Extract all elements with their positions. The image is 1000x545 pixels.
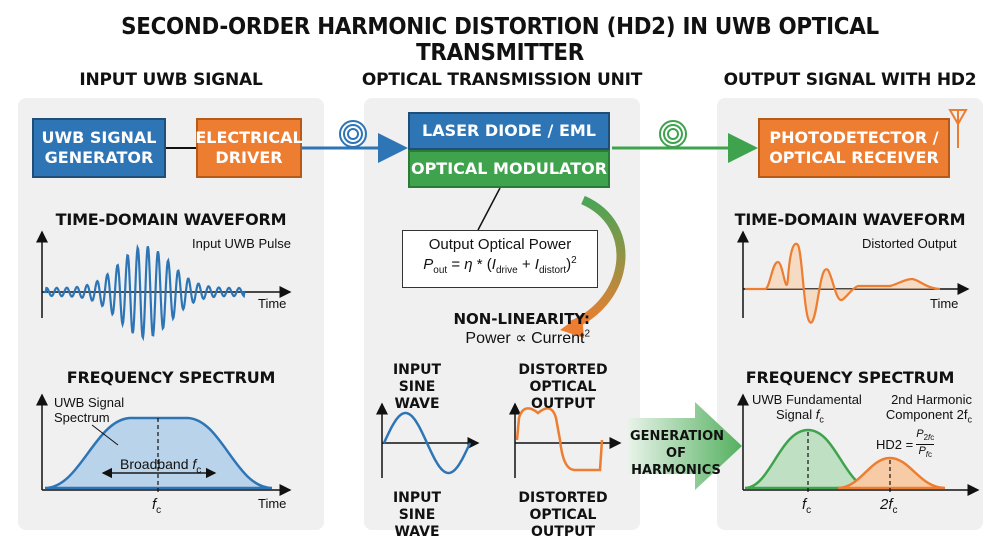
fc-symbol: f bbox=[152, 496, 157, 513]
curved-arrow-head bbox=[560, 314, 584, 338]
spectrum-label-line1: UWB Signal bbox=[54, 395, 125, 410]
generation-of-harmonics-label: GENERATION OF HARMONICS bbox=[630, 429, 725, 478]
power-formula-box: Output Optical Power Pout = η * (Idrive … bbox=[402, 230, 598, 288]
fc-subscript: c bbox=[806, 505, 812, 516]
laser-diode-box: LASER DIODE / EML bbox=[408, 112, 610, 150]
output-heading: OUTPUT SIGNAL WITH HD2 bbox=[723, 70, 977, 90]
page-title: SECOND-ORDER HARMONIC DISTORTION (HD2) I… bbox=[121, 14, 879, 66]
input-spectrum-title: FREQUENCY SPECTRUM bbox=[66, 368, 276, 387]
hd2-fraction: P2fc Pfc bbox=[916, 428, 935, 460]
distorted-wave bbox=[515, 407, 604, 472]
input-pulse-waveform bbox=[44, 243, 246, 342]
output-spectrum-axes bbox=[737, 393, 980, 496]
unit-heading: OPTICAL TRANSMISSION UNIT bbox=[361, 70, 643, 90]
broadband-label: Broadband fc bbox=[120, 456, 201, 476]
output-fc-label: fc bbox=[802, 496, 811, 516]
harmonic-curve bbox=[837, 456, 946, 490]
input-spectrum-axes bbox=[36, 393, 292, 496]
power-formula: Pout = η * (Idrive + Idistort)2 bbox=[423, 255, 577, 276]
input-freq-axis-label: Time bbox=[258, 496, 287, 511]
input-fc-label: fc bbox=[152, 496, 161, 516]
fc-symbol: f bbox=[802, 496, 807, 513]
fundamental-curve bbox=[744, 428, 873, 490]
input-pulse-label: Input UWB Pulse bbox=[192, 236, 291, 251]
fc-subscript: c bbox=[967, 414, 973, 425]
fundamental-line2: Signal fc bbox=[752, 407, 824, 425]
fundamental-signal-text: Signal bbox=[776, 407, 813, 422]
broadband-text: Broadband bbox=[120, 456, 189, 472]
distorted-output-label: Distorted Output bbox=[862, 236, 957, 251]
harmonic-label: 2nd Harmonic Component 2fc bbox=[868, 392, 972, 428]
spectrum-pointer bbox=[91, 424, 119, 446]
spectrum-label: UWB Signal Spectrum bbox=[54, 395, 124, 425]
formula-title: Output Optical Power bbox=[428, 236, 572, 253]
fiber-coil-icon bbox=[659, 120, 687, 148]
fundamental-label: UWB Fundamental Signal fc bbox=[752, 392, 862, 428]
input-sine-label-bottom: INPUT SINE WAVE bbox=[392, 490, 442, 540]
output-spectrum-title: FREQUENCY SPECTRUM bbox=[745, 368, 955, 387]
nonlinearity-note: NON-LINEARITY: Power ∝ Current2 bbox=[410, 310, 600, 348]
photodetector-box: PHOTODETECTOR / OPTICAL RECEIVER bbox=[758, 118, 950, 178]
distorted-label-bottom: DISTORTED OPTICAL OUTPUT bbox=[518, 490, 608, 540]
distorted-output-waveform bbox=[745, 242, 941, 324]
fc-symbol: f bbox=[815, 407, 820, 422]
hd2-label: HD2 = bbox=[876, 437, 914, 453]
input-sine-axes bbox=[376, 402, 480, 478]
distorted-label-top: DISTORTED OPTICAL OUTPUT bbox=[518, 362, 608, 412]
fiber-coil-icon bbox=[339, 120, 367, 148]
fc-subscript: c bbox=[819, 414, 824, 425]
input-time-title: TIME-DOMAIN WAVEFORM bbox=[55, 210, 287, 229]
power-relation-text: Power ∝ Current bbox=[465, 330, 585, 347]
harmonic-line2: Component 2f bbox=[885, 407, 968, 422]
power-relation: Power ∝ Current2 bbox=[465, 328, 590, 347]
fc-subscript: c bbox=[156, 505, 162, 516]
fundamental-line1: UWB Fundamental bbox=[752, 392, 862, 407]
hd2-formula: HD2 = P2fc Pfc bbox=[876, 428, 935, 461]
input-sine-wave bbox=[382, 411, 472, 475]
two-fc-symbol: 2f bbox=[880, 496, 893, 513]
fc-subscript: c bbox=[196, 464, 202, 476]
fc-symbol: f bbox=[192, 456, 197, 472]
optical-modulator-box: OPTICAL MODULATOR bbox=[408, 150, 610, 188]
output-time-title: TIME-DOMAIN WAVEFORM bbox=[734, 210, 966, 229]
curved-arrow bbox=[570, 195, 626, 330]
fc-subscript: c bbox=[892, 505, 898, 516]
output-two-fc-label: 2fc bbox=[880, 496, 898, 516]
pointer-line bbox=[477, 187, 501, 231]
nonlinearity-title: NON-LINEARITY: bbox=[453, 310, 590, 328]
spectrum-label-line2: Spectrum bbox=[54, 410, 110, 425]
input-time-axis-label: Time bbox=[258, 296, 287, 311]
electrical-driver-box: ELECTRICAL DRIVER bbox=[195, 118, 303, 178]
antenna-icon bbox=[948, 109, 968, 148]
output-time-axis-label: Time bbox=[930, 296, 959, 311]
uwb-signal-generator-box: UWB SIGNAL GENERATOR bbox=[32, 118, 166, 178]
harmonics-arrow bbox=[628, 402, 742, 490]
input-heading: INPUT UWB SIGNAL bbox=[79, 70, 263, 90]
input-sine-label-top: INPUT SINE WAVE bbox=[392, 362, 442, 412]
harmonic-line1: 2nd Harmonic bbox=[891, 392, 972, 407]
